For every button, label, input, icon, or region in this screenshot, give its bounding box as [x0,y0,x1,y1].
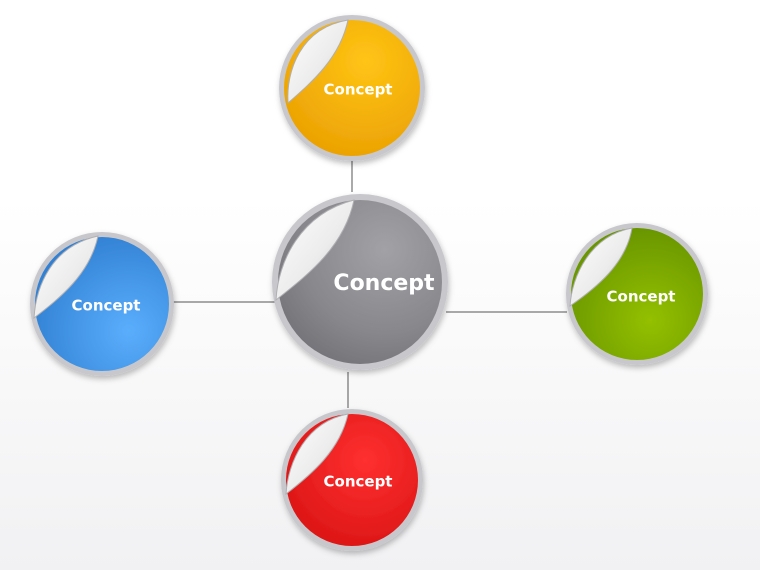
concept-node-right[interactable]: Concept [566,223,708,365]
concept-label-center: Concept [333,271,435,296]
concept-node-center[interactable]: Concept [272,194,448,370]
concept-node-bottom[interactable]: Concept [281,409,423,551]
concept-node-left[interactable]: Concept [30,232,174,376]
concept-node-top[interactable]: Concept [279,15,425,161]
concept-label-top: Concept [324,81,393,99]
concept-label-left: Concept [72,297,141,315]
concept-label-bottom: Concept [324,473,393,491]
concept-label-right: Concept [607,288,676,306]
